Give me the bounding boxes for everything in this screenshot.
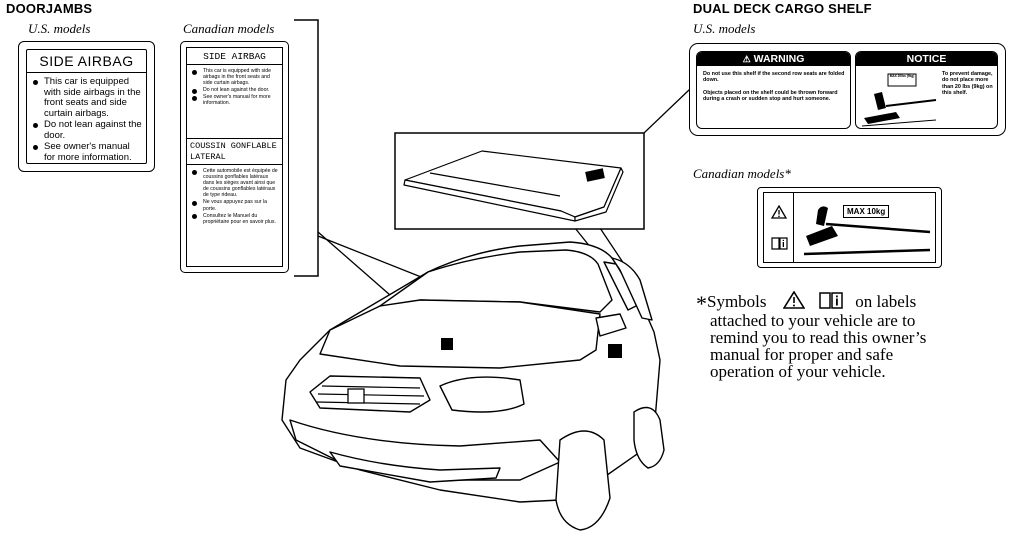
warning-text-2: Objects placed on the shelf could be thr… (703, 89, 838, 103)
warning-text-1: Do not use this shelf if the second row … (703, 71, 845, 84)
doorjamb-label-marker-front (441, 338, 453, 350)
ca-label-bullet: This car is equipped with side airbags i… (191, 68, 279, 86)
ca-label-bullet: Ne vous appuyez pas sur la porte. (191, 199, 279, 212)
notice-panel: NOTICE MAX 20lbs (9kg) To prevent damage… (855, 51, 998, 129)
us-cargo-shelf-label: ⚠ WARNING Do not use this shelf if the s… (689, 43, 1006, 136)
doorjambs-ca-caption: Canadian models (183, 21, 275, 36)
cargo-shelf-drawing (403, 150, 624, 222)
ca-label-title-fr-line2: LATERAL (190, 152, 226, 162)
cargo-us-caption: U.S. models (693, 21, 756, 36)
asterisk-marker: * (696, 291, 707, 316)
ca-label-divider (793, 193, 795, 262)
ca-max-badge: MAX 10kg (843, 205, 890, 218)
symbols-note-line2: attached to your vehicle are to (710, 311, 916, 330)
us-label-bullet: This car is equipped with side airbags i… (32, 76, 142, 119)
symbols-note-line1: on labels (855, 292, 917, 311)
ca-cargo-shelf-label: MAX 10kg (757, 187, 942, 268)
symbols-note-line4: manual for proper and safe (710, 345, 894, 364)
doorjambs-us-caption: U.S. models (28, 21, 91, 36)
symbols-note: *Symbols on labels attached to your vehi… (696, 290, 1011, 381)
ca-label-bullets-fr: Cette automobile est équipée de coussins… (187, 165, 282, 225)
notice-max-badge: MAX 20lbs (9kg) (889, 74, 915, 78)
ca-label-bullet: Do not lean against the door. (191, 87, 279, 94)
car-logo (347, 388, 365, 404)
doorjambs-heading: DOORJAMBS (6, 1, 93, 16)
doorjamb-label-marker-side (608, 344, 622, 358)
warning-title: WARNING (753, 53, 805, 65)
shelf-load-illustration (861, 73, 937, 127)
notice-text: To prevent damage, do not place more tha… (942, 71, 993, 97)
warning-triangle-icon (782, 290, 806, 309)
symbols-note-lead: Symbols (707, 292, 767, 311)
ca-label-title-en: SIDE AIRBAG (187, 48, 282, 65)
grille-detail (315, 385, 425, 405)
us-label-bullet: See owner's manual for more information. (32, 141, 142, 163)
us-label-bullets: This car is equipped with side airbags i… (27, 73, 146, 163)
shelf-label-marker (585, 168, 605, 182)
ca-label-bullet: Consultez le Manuel du propriétaire pour… (191, 213, 279, 225)
warning-body: Do not use this shelf if the second row … (697, 66, 850, 103)
warning-header: ⚠ WARNING (697, 52, 850, 66)
symbols-note-line5: operation of your vehicle. (710, 362, 886, 381)
car-body (281, 241, 665, 531)
warning-triangle-icon (771, 205, 787, 219)
us-side-airbag-label: SIDE AIRBAG This car is equipped with si… (18, 41, 155, 172)
warning-triangle-icon: ⚠ (742, 54, 751, 64)
doorjamb-bracket (294, 19, 319, 277)
ca-shelf-load-illustration (803, 206, 931, 256)
ca-label-bullet: Cette automobile est équipée de coussins… (191, 168, 279, 198)
ca-side-airbag-label: SIDE AIRBAG This car is equipped with si… (180, 41, 289, 273)
cargo-shelf-heading: DUAL DECK CARGO SHELF (693, 1, 872, 16)
cargo-ca-caption: Canadian models* (693, 166, 791, 181)
ca-label-title-fr: COUSSIN GONFLABLE LATERAL (187, 139, 282, 165)
us-label-bullet: Do not lean against the door. (32, 119, 142, 141)
symbols-note-line3: remind you to read this owner’s (710, 328, 927, 347)
manual-book-icon (771, 237, 788, 250)
ca-label-title-fr-line1: COUSSIN GONFLABLE (190, 141, 277, 151)
notice-title: NOTICE (856, 52, 997, 66)
ca-label-bullet: See owner's manual for more information. (191, 94, 279, 106)
warning-panel: ⚠ WARNING Do not use this shelf if the s… (696, 51, 851, 129)
manual-book-icon (819, 292, 843, 309)
us-label-title: SIDE AIRBAG (27, 50, 146, 73)
ca-label-bullets-en: This car is equipped with side airbags i… (187, 65, 282, 139)
